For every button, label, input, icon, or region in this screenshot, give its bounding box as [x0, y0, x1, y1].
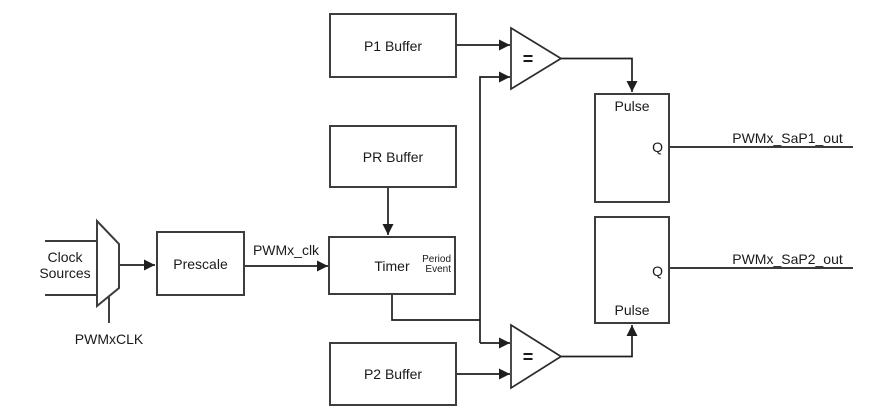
timer-output-wire: [391, 295, 480, 321]
p1-buffer-label: P1 Buffer: [363, 37, 423, 54]
pulse1-q-pin: Q: [652, 139, 663, 155]
pulse2-label: Pulse: [614, 302, 650, 318]
cmp1-to-pulse1-wire: [561, 57, 638, 92]
pulse1-block: Pulse Q: [594, 93, 670, 203]
clock-sources-label: Clock Sources: [39, 249, 91, 281]
pwmx-clk-label: PWMx_clk: [252, 242, 320, 258]
comparator-1-equals-symbol: =: [522, 48, 534, 69]
timer-bus-wire: [479, 71, 510, 343]
p2-buffer-block: P2 Buffer: [329, 342, 457, 406]
cmp2-to-pulse2-wire: [561, 325, 638, 358]
pulse2-block: Q Pulse: [594, 216, 670, 324]
pwmxclk-label: PWMxCLK: [74, 331, 144, 347]
pulse1-label: Pulse: [614, 98, 650, 114]
comparator-2-shape: [510, 323, 563, 390]
comparator-1-shape: [510, 26, 563, 91]
pulse2-q-pin: Q: [652, 263, 663, 279]
clock-mux-shape: [96, 218, 120, 309]
sap1-out-label: PWMx_SaP1_out: [732, 130, 843, 146]
prescale-block: Prescale: [156, 231, 245, 296]
pr-buffer-block: PR Buffer: [329, 125, 457, 188]
pr-buffer-label: PR Buffer: [362, 148, 424, 165]
prescale-label: Prescale: [173, 255, 228, 272]
p2-buffer-label: P2 Buffer: [363, 366, 423, 382]
comparator-2-equals-symbol: =: [522, 346, 534, 367]
p1-buffer-block: P1 Buffer: [329, 13, 457, 78]
timer-label: Timer: [374, 257, 410, 274]
timer-block: Timer Period Event: [328, 236, 456, 295]
sap2-out-label: PWMx_SaP2_out: [732, 251, 843, 267]
timer-period-event-label: Period Event: [422, 253, 451, 275]
